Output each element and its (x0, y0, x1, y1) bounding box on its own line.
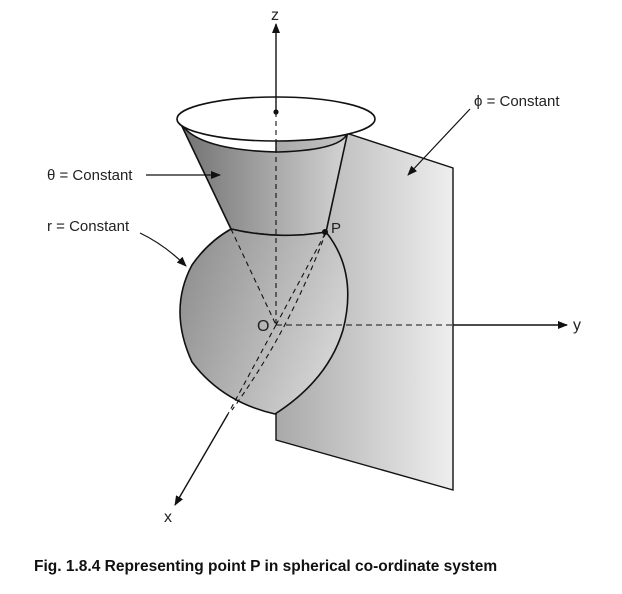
y-axis-label: y (573, 317, 581, 334)
r-constant-label: r = Constant (47, 218, 130, 235)
x-axis-label: x (164, 509, 172, 526)
z-axis-label: z (271, 7, 279, 24)
x-axis-dashed (227, 324, 277, 415)
cone-apex-top-dot (273, 109, 279, 115)
theta-constant-label: θ = Constant (47, 167, 133, 184)
origin-label: O (257, 318, 269, 335)
phi-constant-label: ϕ = Constant (474, 93, 560, 110)
phi-leader-line (407, 108, 471, 176)
x-axis-line (174, 413, 229, 506)
meridian-arc-dashed (231, 231, 327, 411)
figure-caption: Fig. 1.8.4 Representing point P in spher… (34, 558, 497, 575)
r-leader-line (139, 232, 187, 267)
point-p-dot (322, 229, 328, 235)
point-p-label: P (331, 220, 341, 237)
